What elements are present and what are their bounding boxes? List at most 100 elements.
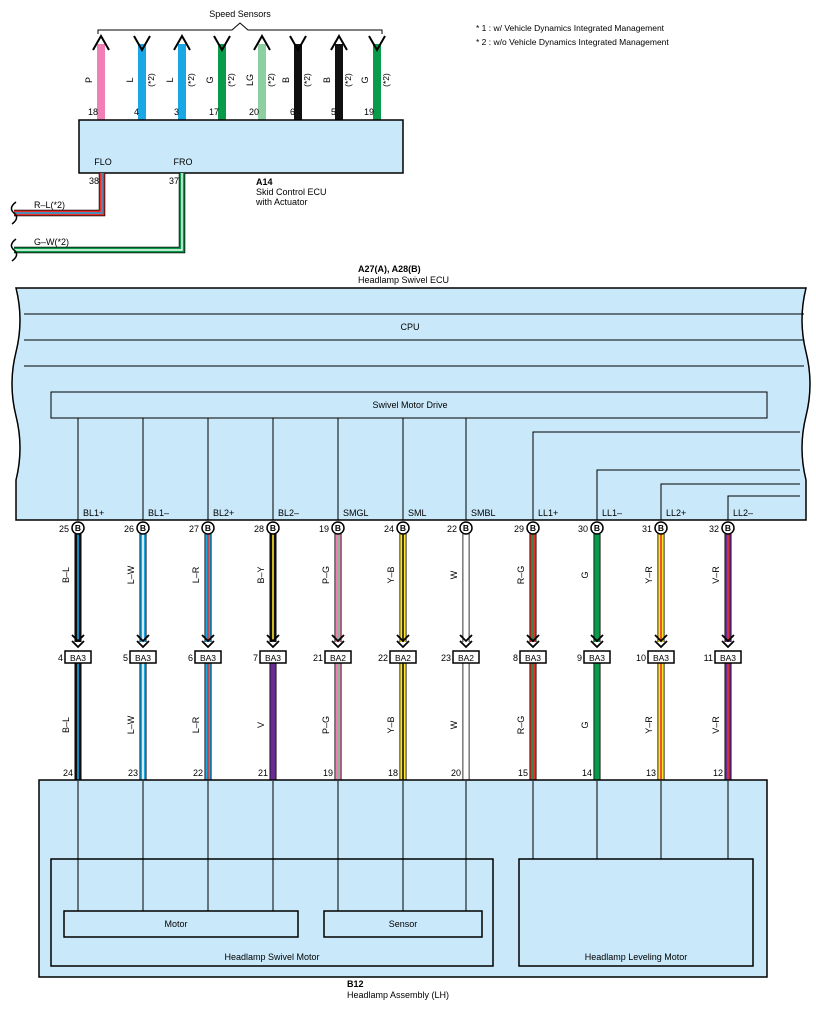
assy-pin-number: 20 — [451, 768, 461, 778]
connector-circle — [396, 521, 410, 535]
ecu-terminal-label: LL2– — [733, 508, 753, 518]
swivel-ecu-code: A27(A), A28(B) — [358, 264, 421, 274]
assembly-internal-lines — [77, 781, 729, 911]
speed-sensors-bracket — [97, 22, 383, 34]
junction-label: BA3 — [720, 653, 736, 663]
junction-box — [583, 650, 611, 664]
connector-circle — [590, 521, 604, 535]
junction-box — [259, 650, 287, 664]
wire-color-label-bottom: B–L — [61, 717, 71, 733]
sensor-wire-color-label: G — [360, 76, 370, 83]
connector-label: B — [594, 523, 600, 533]
sensor-wire-note: (*2) — [146, 73, 156, 87]
ecu-terminal-label: SMBL — [471, 508, 496, 518]
leveling-motor-outline — [518, 858, 754, 967]
junction-label: BA3 — [265, 653, 281, 663]
leveling-motor-label: Headlamp Leveling Motor — [585, 952, 688, 962]
swivel-ecu-name: Headlamp Swivel ECU — [358, 275, 449, 285]
chevron-down-icon — [201, 634, 215, 643]
skid-ecu-code: A14 — [256, 177, 273, 187]
sensor-wire-note: (*2) — [186, 73, 196, 87]
skid-terminal-label: FRO — [174, 157, 193, 167]
wire-color-label-top: B–L — [61, 567, 71, 583]
junction-pin-number: 10 — [636, 653, 646, 663]
wire-color-label-bottom: L–R — [191, 716, 201, 733]
chevron-down-icon — [266, 640, 280, 649]
sensor-wire-note: (*2) — [302, 73, 312, 87]
connector-circle — [71, 521, 85, 535]
junction-box — [714, 650, 742, 664]
headlamp-assy-code: B12 — [347, 979, 364, 989]
wire-color-label-top: B–Y — [256, 566, 266, 583]
ecu-pin-number: 31 — [642, 524, 652, 534]
chevron-down-icon — [331, 634, 345, 643]
connector-label: B — [205, 523, 211, 533]
junction-label: BA3 — [525, 653, 541, 663]
junction-pin-number: 4 — [58, 653, 63, 663]
connector-circle — [526, 521, 540, 535]
wire-color-label-top: P–G — [321, 566, 331, 584]
wire-arrow-down-icon — [289, 35, 307, 53]
skid-ecu-name-1: Skid Control ECU — [256, 187, 327, 197]
swivel-motor-outline — [50, 858, 494, 967]
ecu-terminal-label: SMGL — [343, 508, 369, 518]
assy-pin-number: 12 — [713, 768, 723, 778]
junction-box — [519, 650, 547, 664]
harness-group: BL1+B25B–LBA34B–L24BL1+BL1–B26L–WBA35L–W… — [58, 508, 753, 796]
sensor-pin-number: 17 — [209, 107, 219, 117]
wire-color-label-top: R–G — [516, 566, 526, 585]
sensor-wire-color-label: LG — [245, 74, 255, 86]
junction-box — [194, 650, 222, 664]
motor-label: Motor — [164, 919, 187, 929]
assy-pin-number: 15 — [518, 768, 528, 778]
skid-wire-label: R–L(*2) — [34, 200, 65, 210]
assy-pin-number: 24 — [63, 768, 73, 778]
junction-box — [129, 650, 157, 664]
sensor-wire-color-label: L — [125, 77, 135, 82]
chevron-down-icon — [654, 634, 668, 643]
chevron-down-icon — [654, 640, 668, 649]
ecu-terminal-label: BL1+ — [83, 508, 104, 518]
assy-pin-number: 14 — [582, 768, 592, 778]
assy-pin-number: 13 — [646, 768, 656, 778]
ecu-terminal-label: BL1– — [148, 508, 169, 518]
skid-control-ecu-box — [78, 119, 404, 174]
ecu-pin-number: 22 — [447, 524, 457, 534]
wire-color-label-bottom: R–G — [516, 716, 526, 735]
connector-circle — [459, 521, 473, 535]
wire-color-label-top: G — [580, 571, 590, 578]
sensor-pin-number: 19 — [364, 107, 374, 117]
wire-break-icon — [10, 238, 18, 262]
wire-arrow-down-icon — [133, 35, 151, 53]
ecu-pin-number: 26 — [124, 524, 134, 534]
sensor-label: Sensor — [389, 919, 418, 929]
chevron-down-icon — [526, 640, 540, 649]
speed-sensors-title: Speed Sensors — [209, 9, 271, 19]
connector-label: B — [725, 523, 731, 533]
junction-box — [452, 650, 480, 664]
sensor-pin-number: 4 — [134, 107, 139, 117]
ecu-pin-number: 32 — [709, 524, 719, 534]
wire-break-icon — [10, 201, 18, 225]
ecu-internal-line — [660, 483, 800, 520]
wire-color-label-bottom: Y–R — [644, 716, 654, 734]
ecu-pin-number: 19 — [319, 524, 329, 534]
ecu-pin-number: 30 — [578, 524, 588, 534]
wire-color-label-top: L–R — [191, 566, 201, 583]
wire-arrow-down-icon — [368, 35, 386, 53]
wire-color-label-bottom: W — [449, 720, 459, 729]
cpu-label: CPU — [400, 322, 419, 332]
wire-color-label-bottom: V — [256, 722, 266, 728]
connector-label: B — [335, 523, 341, 533]
sensor-wire-color-label: P — [84, 77, 94, 83]
swivel-motor-drive-label: Swivel Motor Drive — [372, 400, 447, 410]
connector-circle — [721, 521, 735, 535]
junction-label: BA2 — [395, 653, 411, 663]
chevron-down-icon — [590, 634, 604, 643]
ecu-terminal-label: LL2+ — [666, 508, 686, 518]
assy-pin-number: 23 — [128, 768, 138, 778]
junction-pin-number: 9 — [577, 653, 582, 663]
ecu-terminal-label: LL1– — [602, 508, 622, 518]
chevron-down-icon — [721, 640, 735, 649]
junction-box — [389, 650, 417, 664]
